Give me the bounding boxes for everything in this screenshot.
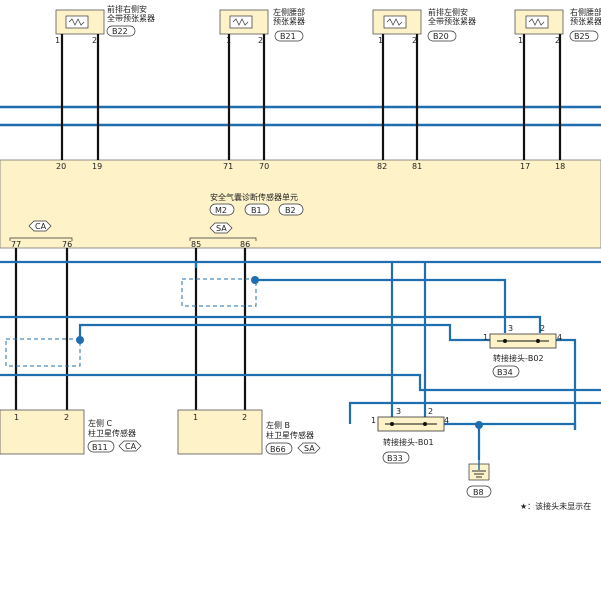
- sensor-c-pillar: 1 2 左侧 C 柱卫星传感器 B11 CA: [0, 409, 142, 455]
- pretensioner-left-waist: 左侧腰部 预张紧器 B21 1 2: [219, 7, 305, 45]
- svg-text:柱卫星传感器: 柱卫星传感器: [266, 430, 314, 440]
- svg-text:全带预张紧器: 全带预张紧器: [428, 16, 476, 26]
- pretensioner-front-left: 前排左侧安 全带预张紧器 B20 1 2: [372, 7, 476, 45]
- svg-text:B2: B2: [285, 206, 296, 215]
- svg-text:4: 4: [557, 333, 562, 342]
- joint-b01: 1 3 2 4 转接接头-B01 B33: [371, 407, 449, 464]
- svg-text:B21: B21: [280, 32, 296, 41]
- label-fr-2: 全带预张紧器: [107, 13, 155, 23]
- svg-text:20: 20: [56, 162, 66, 171]
- svg-text:86: 86: [240, 240, 250, 249]
- sensor-b-pillar: 1 2 左侧 B 柱卫星传感器 B66 SA: [177, 409, 321, 455]
- conn-sa-tag: SA: [189, 222, 257, 241]
- shield-box-2: [5, 338, 81, 367]
- svg-text:B20: B20: [433, 32, 449, 41]
- resistor-icon: [232, 18, 249, 26]
- svg-text:1: 1: [378, 36, 383, 45]
- ground-icon: [468, 460, 490, 481]
- svg-text:CA: CA: [125, 442, 137, 451]
- ref-b22: B22: [112, 27, 128, 36]
- svg-text:85: 85: [191, 240, 201, 249]
- resistor-icon: [528, 18, 545, 26]
- airbag-unit-body: [0, 159, 601, 249]
- svg-text:2: 2: [428, 407, 433, 416]
- svg-text:19: 19: [92, 162, 102, 171]
- svg-text:1: 1: [518, 36, 523, 45]
- svg-text:2: 2: [92, 36, 97, 45]
- svg-text:1: 1: [193, 413, 198, 422]
- svg-text:右侧腰部: 右侧腰部: [570, 7, 601, 17]
- svg-text:3: 3: [396, 407, 401, 416]
- wires-bottom: [0, 248, 601, 460]
- svg-text:4: 4: [444, 416, 449, 425]
- svg-text:SA: SA: [304, 444, 315, 453]
- svg-text:B11: B11: [92, 443, 108, 452]
- svg-text:2: 2: [412, 36, 417, 45]
- svg-text:82: 82: [377, 162, 387, 171]
- pretensioner-front-right: 前排右侧安 全带预张紧器 B22 1 2: [55, 4, 155, 45]
- svg-text:B33: B33: [387, 454, 403, 463]
- svg-text:2: 2: [258, 36, 263, 45]
- svg-text:1: 1: [371, 416, 376, 425]
- svg-text:CA: CA: [35, 222, 47, 231]
- ground-ref-badge: [466, 485, 492, 498]
- svg-text:3: 3: [508, 324, 513, 333]
- svg-text:前排左侧安: 前排左侧安: [428, 7, 468, 17]
- svg-text:SA: SA: [216, 224, 227, 233]
- svg-text:77: 77: [11, 240, 21, 249]
- svg-text:76: 76: [62, 240, 72, 249]
- conn-ca-tag: CA: [9, 220, 73, 241]
- unit-refs: M2 B1 B2: [209, 203, 304, 216]
- footnote: ★：该接头未显示在: [520, 501, 591, 511]
- joint-b02-label: 转接接头-B02: [493, 353, 544, 363]
- svg-text:B25: B25: [574, 32, 590, 41]
- unit-title: 安全气囊诊断传感器单元: [210, 192, 298, 202]
- svg-text:81: 81: [412, 162, 422, 171]
- resistor-icon: [68, 18, 85, 26]
- svg-text:1: 1: [14, 413, 19, 422]
- svg-text:左侧 C: 左侧 C: [88, 418, 113, 428]
- svg-text:左侧 B: 左侧 B: [266, 420, 290, 430]
- unit-bottom-pins: 77 76 85 86: [11, 240, 250, 249]
- svg-text:70: 70: [259, 162, 269, 171]
- splice-dot-2: [76, 336, 84, 344]
- svg-text:1: 1: [55, 36, 60, 45]
- svg-text:柱卫星传感器: 柱卫星传感器: [88, 428, 136, 438]
- svg-text:预张紧器: 预张紧器: [273, 16, 305, 26]
- svg-text:M2: M2: [215, 206, 227, 215]
- svg-text:2: 2: [242, 413, 247, 422]
- joint-b02: 1 3 2 4 转接接头-B02 B34: [483, 324, 562, 378]
- wires-top-black: [60, 34, 562, 160]
- svg-text:71: 71: [223, 162, 233, 171]
- resistor-icon: [386, 18, 403, 26]
- unit-top-pins: 20 19 71 70 82 81 17 18: [56, 162, 565, 171]
- svg-text:预张紧器: 预张紧器: [570, 16, 601, 26]
- pretensioner-right-waist: 右侧腰部 预张紧器 B25 1 2: [514, 7, 601, 45]
- svg-text:1: 1: [483, 333, 488, 342]
- svg-text:2: 2: [555, 36, 560, 45]
- svg-text:B1: B1: [251, 206, 262, 215]
- svg-text:左侧腰部: 左侧腰部: [273, 7, 305, 17]
- svg-text:2: 2: [540, 324, 545, 333]
- ground-ref: B8: [473, 488, 484, 497]
- splice-dot-ground: [475, 421, 483, 429]
- svg-text:17: 17: [520, 162, 530, 171]
- svg-text:2: 2: [64, 413, 69, 422]
- svg-text:B34: B34: [497, 368, 513, 377]
- label-fr-1: 前排右侧安: [107, 4, 147, 14]
- svg-text:B66: B66: [270, 445, 286, 454]
- joint-b01-label: 转接接头-B01: [383, 437, 434, 447]
- splice-dot-1: [251, 276, 259, 284]
- svg-text:18: 18: [555, 162, 565, 171]
- shield-box-1: [181, 278, 257, 307]
